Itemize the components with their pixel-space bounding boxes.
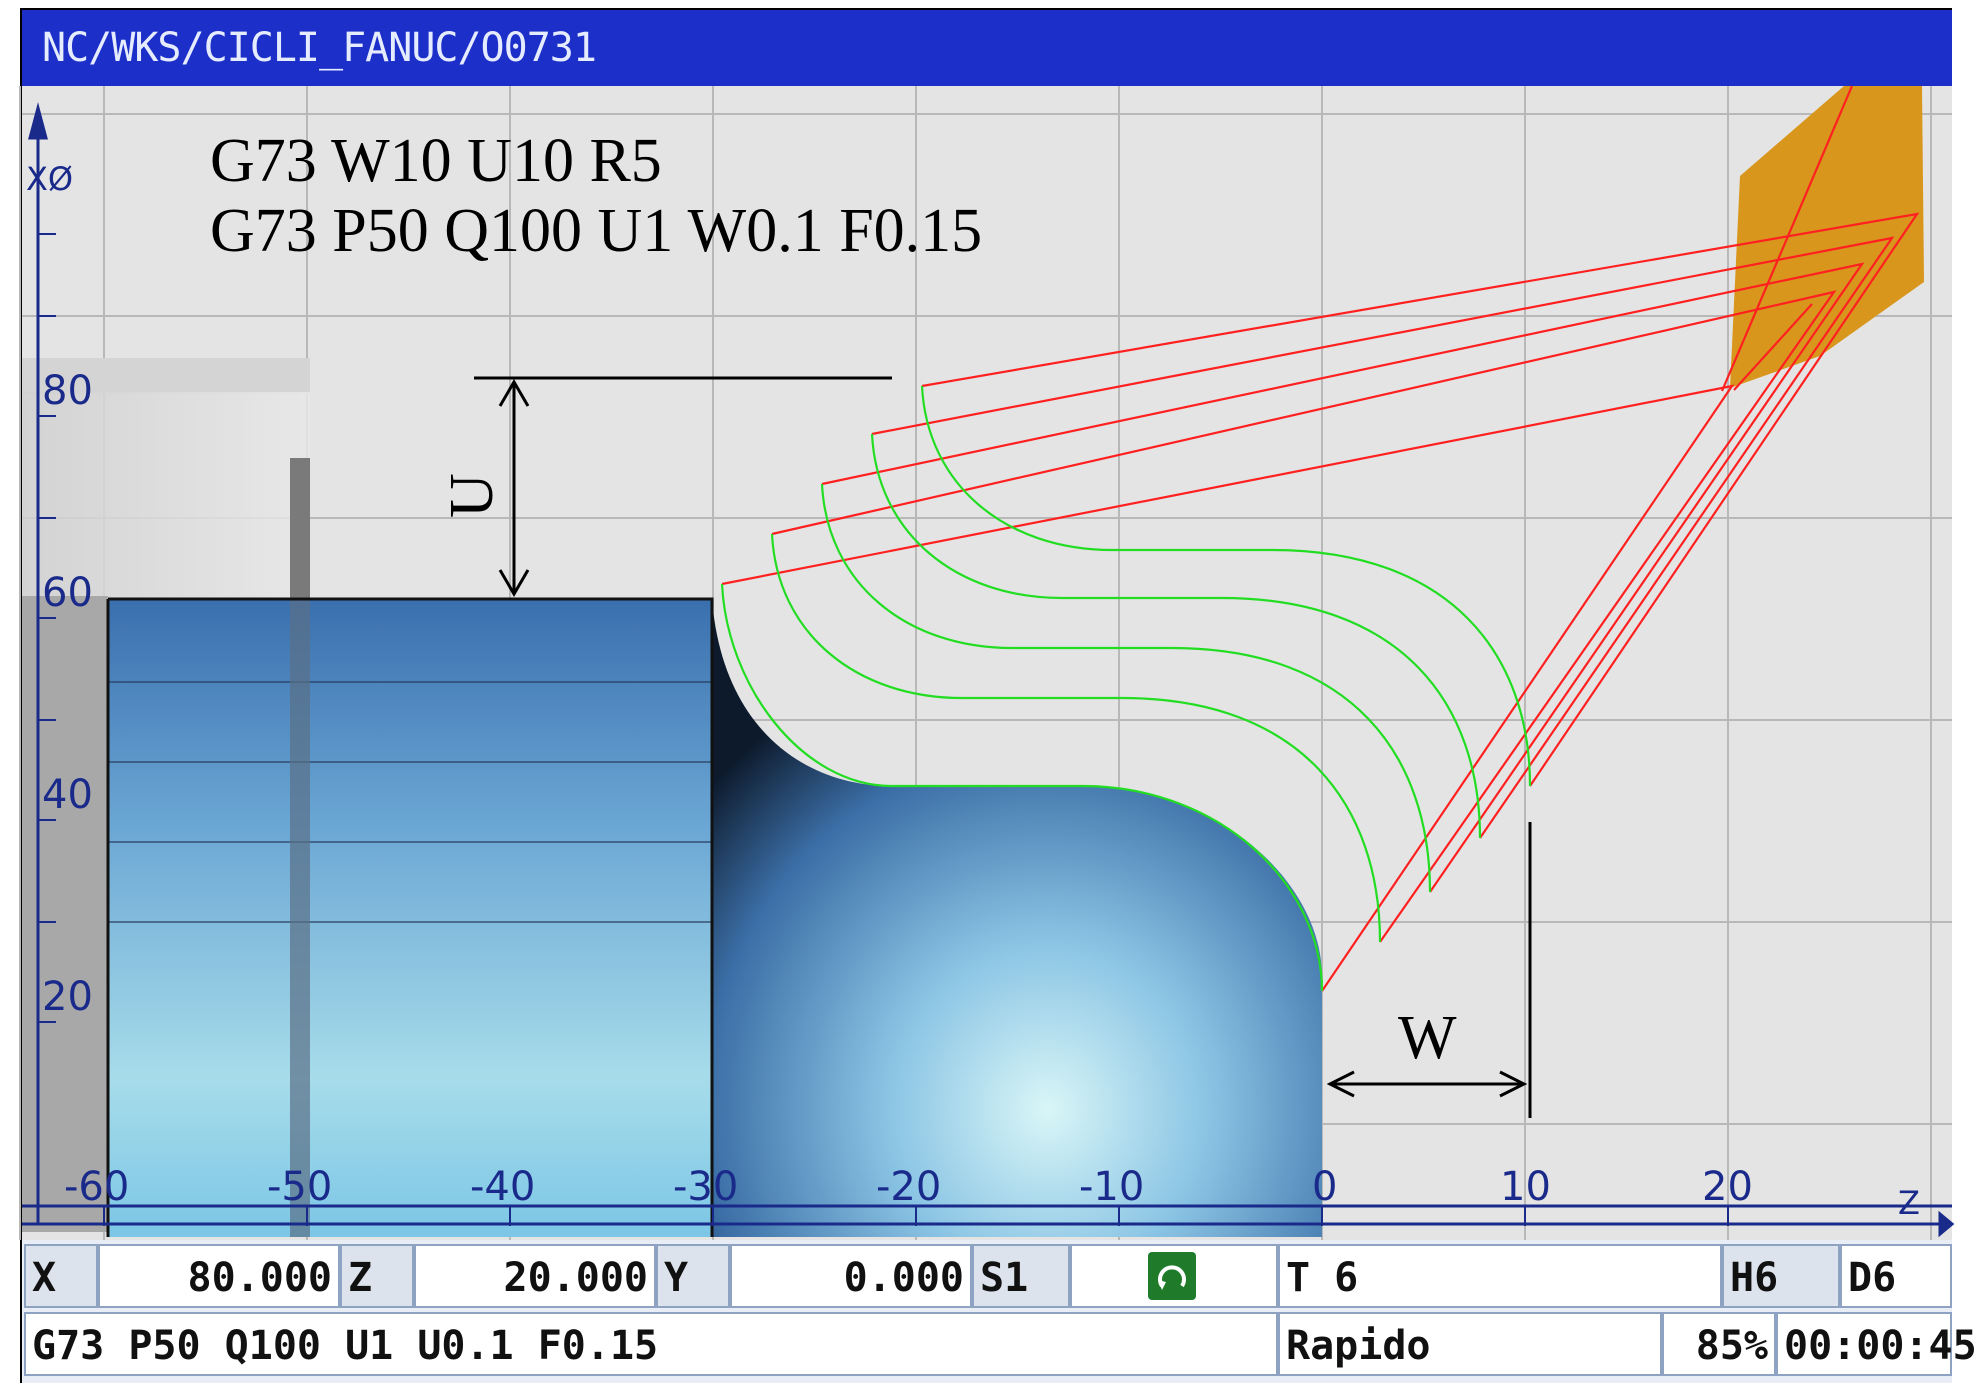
z-tick-label: -60 xyxy=(64,1164,129,1210)
tool-insert xyxy=(1730,86,1924,388)
x-tick-label: 40 xyxy=(42,772,93,818)
cycle-time: 00:00:45 xyxy=(1776,1312,1977,1376)
z-tick-label: -10 xyxy=(1079,1164,1144,1210)
w-label: W xyxy=(1398,1004,1457,1072)
z-tick-label: -20 xyxy=(876,1164,941,1210)
simulation-canvas: XØ Z 80 60 40 20 -60 -50 -40 -30 -20 -10… xyxy=(19,85,1955,1240)
x-axis-label: XØ xyxy=(26,160,73,198)
workpiece xyxy=(106,597,1322,1237)
h-offset: H6 xyxy=(1722,1244,1840,1308)
spindle-label: S1 xyxy=(972,1244,1070,1308)
toolpath-feed xyxy=(720,385,1532,992)
annotation-line-1: G73 W10 U10 R5 xyxy=(210,127,662,195)
window-title: NC/WKS/CICLI_FANUC/O0731 xyxy=(22,10,1952,86)
z-tick-label: 20 xyxy=(1702,1164,1753,1210)
x-tick-label: 80 xyxy=(42,368,93,414)
x-label: X xyxy=(24,1244,98,1308)
z-tick-label: 0 xyxy=(1312,1164,1337,1210)
y-value: 0.000 xyxy=(730,1244,972,1308)
spindle-rotation-icon xyxy=(1148,1252,1196,1300)
toolpath-rapid xyxy=(721,85,1920,992)
axes xyxy=(22,102,1955,1238)
u-label: U xyxy=(438,473,506,518)
d-offset: D6 xyxy=(1840,1244,1952,1308)
tool-number: T 6 xyxy=(1278,1244,1722,1308)
annotation-line-2: G73 P50 Q100 U1 W0.1 F0.15 xyxy=(210,197,983,265)
x-tick-label: 60 xyxy=(42,570,93,616)
z-tick-label: -30 xyxy=(673,1164,738,1210)
y-label: Y xyxy=(656,1244,730,1308)
x-value: 80.000 xyxy=(98,1244,340,1308)
z-tick-label: 10 xyxy=(1500,1164,1551,1210)
u-dimension xyxy=(474,376,892,597)
status-panel: X 80.000 Z 20.000 Y 0.000 S1 T 6 H6 D6 G… xyxy=(22,1240,1977,1383)
z-axis-label: Z xyxy=(1898,1184,1920,1222)
z-tick-label: -50 xyxy=(267,1164,332,1210)
z-value: 20.000 xyxy=(414,1244,656,1308)
w-dimension xyxy=(1326,822,1532,1118)
z-tick-label: -40 xyxy=(470,1164,535,1210)
simulation-view[interactable]: XØ Z 80 60 40 20 -60 -50 -40 -30 -20 -10… xyxy=(19,85,1955,1240)
x-tick-label: 20 xyxy=(42,974,93,1020)
z-label: Z xyxy=(340,1244,414,1308)
spindle-status-cell xyxy=(1070,1244,1278,1308)
current-block: G73 P50 Q100 U1 U0.1 F0.15 xyxy=(24,1312,1278,1376)
feed-mode: Rapido xyxy=(1278,1312,1662,1376)
feed-override: 85% xyxy=(1662,1312,1776,1376)
